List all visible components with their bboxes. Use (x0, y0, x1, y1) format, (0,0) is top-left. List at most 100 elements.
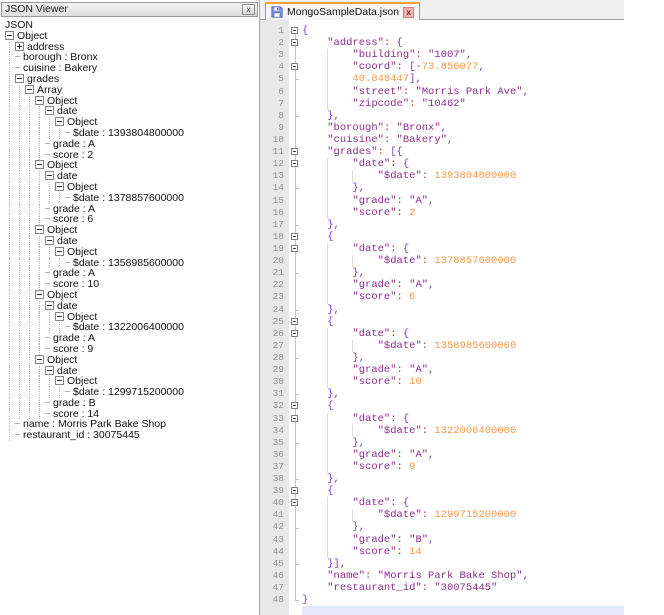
tree-collapse-icon[interactable] (25, 84, 34, 94)
tree-node[interactable]: Array (2, 84, 259, 96)
tree-collapse-icon[interactable] (5, 30, 14, 40)
tree-node[interactable]: score : 10 (2, 279, 259, 290)
code-line[interactable]: }, (302, 436, 624, 449)
fold-toggle-icon[interactable] (291, 414, 298, 422)
tree-collapse-icon[interactable] (45, 235, 54, 245)
tree-node[interactable]: date (2, 106, 259, 118)
code-line[interactable]: "zipcode": "10462" (302, 97, 624, 110)
tree-node[interactable]: $date : 1378857600000 (2, 192, 259, 204)
code-line[interactable]: }, (302, 267, 624, 280)
tree-node[interactable]: JSON (2, 20, 259, 31)
tree-collapse-icon[interactable] (15, 73, 24, 83)
tab-mongosampledata[interactable]: MongoSampleData.json x (265, 2, 421, 20)
code-line[interactable]: "$date": 1393804800000 (302, 170, 624, 183)
tree-expand-icon[interactable] (15, 41, 24, 51)
code-line[interactable]: "address": { (302, 37, 624, 49)
tree-collapse-icon[interactable] (45, 365, 54, 375)
tree-node[interactable]: grade : A (2, 333, 259, 344)
code-line[interactable]: { (302, 316, 624, 328)
tree-node[interactable]: date (2, 236, 259, 247)
tree-node[interactable]: score : 14 (2, 408, 259, 420)
tree-node[interactable]: Object (2, 95, 259, 107)
tree-node[interactable]: cuisine : Bakery (2, 63, 259, 74)
code-line[interactable]: { (302, 231, 624, 243)
tree-node[interactable]: date (2, 171, 259, 182)
code-line[interactable]: }, (302, 388, 624, 400)
tree-collapse-icon[interactable] (45, 300, 54, 310)
code-line[interactable]: "grades": [{ (302, 146, 624, 158)
tree-collapse-icon[interactable] (55, 376, 64, 386)
code-line[interactable]: "grade": "A", (302, 279, 624, 292)
tree-node[interactable]: restaurant_id : 30075445 (2, 430, 259, 442)
tree-collapse-icon[interactable] (35, 225, 44, 235)
fold-toggle-icon[interactable] (291, 487, 298, 495)
code-line[interactable]: }, (302, 182, 624, 195)
tree-node[interactable]: grade : B (2, 397, 259, 409)
code-line[interactable]: "borough": "Bronx", (302, 122, 624, 134)
code-line[interactable]: "score": 9 (302, 460, 624, 474)
code-line[interactable]: "$date": 1358985600000 (302, 339, 624, 352)
code-line[interactable]: "grade": "A", (302, 364, 624, 377)
code-line[interactable]: "coord": [-73.856077, (302, 61, 624, 74)
code-line[interactable]: "grade": "B", (302, 533, 624, 546)
tree-node[interactable]: score : 6 (2, 214, 259, 226)
code-line[interactable]: }, (302, 304, 624, 316)
fold-toggle-icon[interactable] (291, 63, 298, 71)
tree-node[interactable]: grades (2, 74, 259, 85)
fold-toggle-icon[interactable] (291, 27, 298, 35)
tree-node[interactable]: date (2, 300, 259, 312)
tree-node[interactable]: Object (2, 354, 259, 366)
tree-node[interactable]: $date : 1358985600000 (2, 257, 259, 269)
fold-toggle-icon[interactable] (291, 245, 298, 253)
tree-node[interactable]: $date : 1393804800000 (2, 128, 259, 139)
code-line[interactable]: "score": 14 (302, 545, 624, 558)
tree-node[interactable]: Object (2, 117, 259, 128)
tree-collapse-icon[interactable] (35, 160, 44, 170)
tree-node[interactable]: Object (2, 30, 259, 42)
code-line[interactable]: "building": "1007", (302, 49, 624, 62)
tree-node[interactable]: Object (2, 246, 259, 258)
code-line[interactable]: "score": 6 (302, 291, 624, 304)
code-line[interactable]: "street": "Morris Park Ave", (302, 85, 624, 98)
code-line[interactable]: "name": "Morris Park Bake Shop", (302, 570, 624, 582)
code-line[interactable]: }, (302, 521, 624, 534)
panel-close-icon[interactable]: x (242, 4, 255, 15)
tree-node[interactable]: grade : A (2, 268, 259, 280)
tree-node[interactable]: Object (2, 182, 259, 193)
tree-node[interactable]: Object (2, 290, 259, 301)
fold-toggle-icon[interactable] (291, 232, 298, 240)
fold-toggle-icon[interactable] (291, 148, 298, 156)
tree-node[interactable]: Object (2, 225, 259, 236)
tree-collapse-icon[interactable] (45, 171, 54, 181)
tree-node[interactable]: grade : A (2, 138, 259, 150)
fold-toggle-icon[interactable] (291, 329, 298, 337)
tree-node[interactable]: date (2, 365, 259, 377)
code-line[interactable]: "score": 10 (302, 376, 624, 389)
code-line[interactable]: "date": { (302, 412, 624, 425)
code-line[interactable]: "score": 2 (302, 206, 624, 219)
tree-node[interactable]: score : 9 (2, 344, 259, 355)
tree-collapse-icon[interactable] (55, 246, 64, 256)
code-line[interactable]: }], (302, 558, 624, 570)
code-line[interactable]: { (302, 485, 624, 497)
fold-toggle-icon[interactable] (291, 317, 298, 325)
tree-collapse-icon[interactable] (55, 181, 64, 191)
code-line[interactable]: "$date": 1299715200000 (302, 509, 624, 522)
fold-toggle-icon[interactable] (291, 160, 298, 168)
tree-collapse-icon[interactable] (35, 289, 44, 299)
tree-node[interactable]: address (2, 41, 259, 53)
tree-node[interactable]: grade : A (2, 203, 259, 215)
code-line[interactable]: 40.848447], (302, 73, 624, 86)
tree-node[interactable]: score : 2 (2, 149, 259, 161)
code-line[interactable]: { (302, 400, 624, 412)
code-line[interactable]: "grade": "A", (302, 448, 624, 461)
tab-close-icon[interactable]: x (403, 6, 415, 18)
tree-node[interactable]: Object (2, 376, 259, 388)
code-line[interactable]: } (302, 594, 624, 606)
code-line[interactable]: "date": { (302, 497, 624, 510)
code-line[interactable]: "cuisine": "Bakery", (302, 134, 624, 146)
code-line[interactable]: "date": { (302, 327, 624, 340)
code-line[interactable]: }, (302, 473, 624, 485)
code-line[interactable]: }, (302, 110, 624, 122)
tree-collapse-icon[interactable] (35, 95, 44, 105)
